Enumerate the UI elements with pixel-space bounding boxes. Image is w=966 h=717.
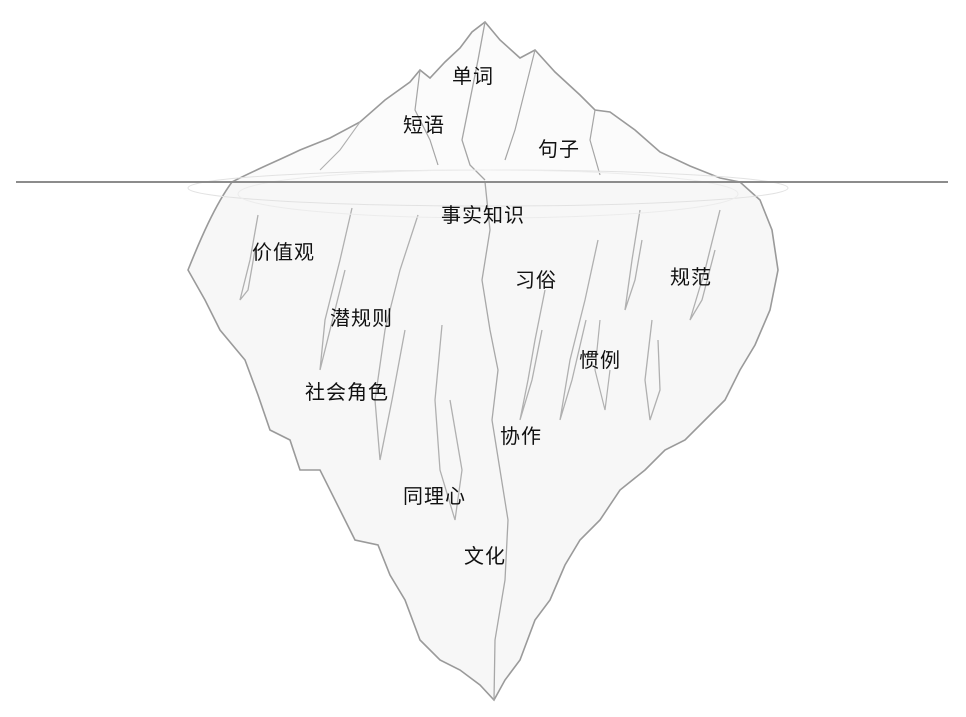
- peak-ridge-5: [319, 121, 361, 171]
- peak-ridge-2: [504, 49, 536, 161]
- label-empathy: 同理心: [403, 484, 466, 508]
- crevice-9: [689, 209, 721, 321]
- label-phrases: 短语: [403, 113, 445, 137]
- water-ripple-2: [237, 169, 739, 219]
- crevice-8: [644, 319, 661, 421]
- crevice-1: [239, 214, 259, 301]
- crevice-6: [559, 239, 599, 421]
- crevice-5: [519, 289, 546, 421]
- peak-ridge-1: [461, 21, 486, 181]
- underwater-ice-body: [187, 181, 779, 702]
- label-norms: 规范: [670, 265, 712, 289]
- label-unwritten-rules: 潜规则: [330, 306, 393, 330]
- above-water-peak: [231, 20, 741, 183]
- label-values: 价值观: [252, 240, 315, 264]
- crevice-2: [319, 207, 353, 371]
- peak-ridge-4: [589, 109, 601, 176]
- label-habits: 惯例: [579, 348, 621, 372]
- label-sentences: 句子: [538, 137, 580, 161]
- label-customs: 习俗: [515, 268, 557, 292]
- label-social-roles: 社会角色: [305, 380, 389, 404]
- crevice-7: [624, 209, 643, 311]
- crevice-center: [481, 181, 509, 701]
- crevice-10: [594, 319, 611, 411]
- crevice-4: [434, 324, 463, 521]
- label-culture: 文化: [464, 544, 506, 568]
- label-words: 单词: [452, 64, 494, 88]
- label-factual-knowledge: 事实知识: [441, 203, 525, 227]
- label-cooperation: 协作: [500, 424, 542, 448]
- crevice-3: [374, 214, 419, 461]
- peak-ridge-3: [414, 69, 439, 166]
